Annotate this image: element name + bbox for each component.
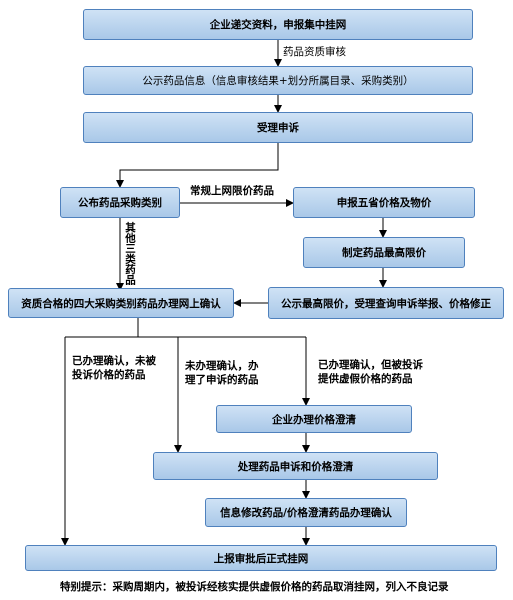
box-info-modify-confirm: 信息修改药品/价格澄清药品办理确认 [205, 498, 407, 527]
box-publish-categories-text: 公布药品采购类别 [78, 197, 162, 209]
label-confirmed-not-complained-line2: 投诉价格的药品 [72, 369, 146, 381]
box-price-clarify: 企业办理价格澄清 [216, 405, 412, 433]
box-final-listing: 上报审批后正式挂网 [25, 545, 497, 571]
label-qualification-review: 药品资质审核 [283, 46, 346, 58]
label-unconfirmed-appealed-line2: 理了申诉的药品 [185, 374, 259, 386]
box-accept-appeal: 受理申诉 [83, 112, 473, 143]
box-publish-max-price: 公示最高限价，受理查询申诉举报、价格修正 [268, 287, 504, 319]
box-final-listing-text: 上报审批后正式挂网 [213, 552, 309, 565]
box-publish-info: 公示药品信息（信息审核结果+划分所属目录、采购类别） [83, 66, 473, 95]
label-confirmed-not-complained-line1: 已办理确认，未被 [72, 355, 156, 367]
label-unconfirmed-appealed-line1: 未办理确认，办 [185, 360, 259, 372]
box-handle-appeal-text: 处理药品申诉和价格澄清 [237, 460, 354, 473]
label-confirmed-false-price-line2: 提供虚假价格的药品 [318, 373, 413, 385]
label-confirmed-not-complained: 已办理确认，未被 投诉价格的药品 [72, 354, 156, 382]
box-price-clarify-text: 企业办理价格澄清 [272, 413, 356, 426]
box-handle-appeal: 处理药品申诉和价格澄清 [153, 452, 438, 480]
label-regular-price-drugs: 常规上网限价药品 [190, 185, 274, 197]
arrow-b3-b4 [116, 143, 279, 188]
box-submit-materials-text: 企业递交资料，申报集中挂网 [209, 19, 347, 31]
label-unconfirmed-appealed: 未办理确认，办 理了申诉的药品 [185, 359, 259, 387]
box-publish-categories: 公布药品采购类别 [60, 187, 180, 218]
box-publish-info-text: 公示药品信息（信息审核结果+划分所属目录、采购类别） [142, 75, 414, 87]
label-other-three-categories: 其他三类药品 [124, 222, 136, 285]
box-submit-materials: 企业递交资料，申报集中挂网 [83, 9, 473, 40]
box-online-confirm-text: 资质合格的四大采购类别药品办理网上确认 [21, 297, 221, 310]
box-publish-max-price-text: 公示最高限价，受理查询申诉举报、价格修正 [281, 297, 491, 310]
box-max-price: 制定药品最高限价 [303, 237, 465, 268]
box-five-province-price-text: 申报五省价格及物价 [336, 197, 432, 209]
box-accept-appeal-text: 受理申诉 [257, 122, 299, 134]
box-online-confirm: 资质合格的四大采购类别药品办理网上确认 [8, 288, 234, 318]
special-note: 特别提示：采购周期内，被投诉经核实提供虚假价格的药品取消挂网，列入不良记录 [60, 581, 449, 593]
box-max-price-text: 制定药品最高限价 [342, 247, 426, 259]
box-five-province-price: 申报五省价格及物价 [293, 187, 475, 218]
box-info-modify-confirm-text: 信息修改药品/价格澄清药品办理确认 [220, 507, 392, 519]
label-confirmed-false-price-line1: 已办理确认，但被投诉 [318, 359, 423, 371]
branch-line [137, 318, 306, 338]
label-confirmed-false-price: 已办理确认，但被投诉 提供虚假价格的药品 [318, 358, 423, 386]
